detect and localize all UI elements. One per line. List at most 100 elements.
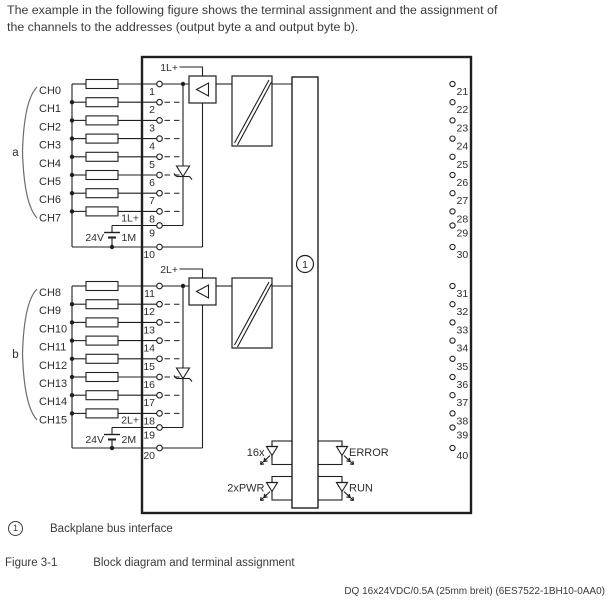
m-label: 2M — [122, 434, 137, 446]
rail-junction-dot — [69, 411, 75, 416]
channel-label: CH7 — [39, 212, 61, 224]
isolation-diagonal — [234, 79, 270, 144]
right-terminal-circle — [449, 444, 456, 452]
channel-label: CH4 — [39, 158, 61, 170]
load-resistor — [85, 280, 119, 292]
right-terminal-circle — [449, 337, 456, 344]
channel-label: CH11 — [39, 342, 66, 354]
terminal-number: 13 — [143, 324, 155, 336]
figure-caption-text: Block diagram and terminal assignment — [93, 557, 295, 569]
channel-label: CH2 — [39, 121, 61, 133]
load-resistor — [85, 408, 119, 419]
freewheel-diode-tick — [173, 375, 177, 379]
terminal-circle — [156, 319, 163, 326]
channel-led-icon — [265, 445, 279, 457]
l-plus-feed — [179, 268, 204, 278]
terminal-number: 16 — [143, 379, 155, 391]
terminal-circle — [156, 153, 163, 161]
right-terminal-circle — [449, 355, 456, 362]
group-brace — [21, 86, 38, 219]
driver-triangle-icon — [195, 284, 210, 299]
terminal-circle — [156, 410, 163, 417]
supply-voltage-label: 24V — [85, 434, 104, 446]
freewheel-diode — [175, 165, 191, 178]
right-terminal-circle — [449, 171, 456, 179]
channel-label: CH9 — [39, 305, 61, 317]
right-terminal-circle — [449, 153, 456, 160]
terminal-number: 15 — [143, 361, 155, 373]
terminal-circle — [156, 135, 163, 142]
right-terminal-circle — [449, 117, 456, 124]
right-terminal-circle — [449, 190, 456, 197]
channel-led-icon-arrowhead — [259, 460, 262, 465]
channel-led-label: 16x — [247, 447, 265, 459]
right-terminal-number: 40 — [457, 450, 469, 462]
run-led-icon-arrowhead — [352, 496, 355, 501]
freewheel-diode-tick — [189, 378, 193, 382]
rail-junction-dot — [69, 320, 75, 325]
terminal-number: 19 — [143, 430, 155, 442]
intro-paragraph: The example in the following figure show… — [7, 2, 607, 37]
channel-label: CH10 — [39, 323, 67, 335]
right-terminal-circle — [449, 424, 456, 431]
load-resistor — [85, 335, 119, 346]
rail-junction-dot — [69, 374, 75, 380]
channel-label: CH15 — [39, 414, 67, 426]
power-led-icon-arrowhead — [260, 499, 265, 502]
right-terminal-number: 35 — [457, 361, 469, 373]
terminal-number: 7 — [149, 195, 155, 207]
run-led-label: RUN — [349, 483, 373, 495]
module-border — [140, 55, 473, 515]
intro-line-2: the channels to the addresses (output by… — [7, 20, 359, 35]
right-terminal-circle — [449, 80, 456, 88]
run-led-icon — [335, 481, 349, 493]
l-plus-label: 2L+ — [121, 415, 139, 427]
load-resistor — [85, 133, 119, 144]
isolation-diagonal — [237, 81, 272, 146]
right-terminal-number: 29 — [457, 228, 469, 240]
terminal-number: 4 — [149, 141, 155, 153]
terminal-number: 3 — [149, 122, 155, 134]
terminal-circle — [156, 424, 163, 431]
rail-junction-dot — [69, 302, 75, 307]
terminal-number: 5 — [149, 159, 155, 171]
right-terminal-circle — [449, 222, 456, 229]
right-terminal-circle — [449, 99, 456, 106]
terminal-circle — [156, 117, 163, 124]
power-led-icon-arrowhead — [263, 496, 268, 499]
figure-caption: Figure 3-1 Block diagram and terminal as… — [5, 557, 295, 569]
internal-l-plus-label: 1L+ — [160, 62, 178, 74]
error-led-icon-arrowhead — [346, 460, 351, 463]
load-resistor — [85, 390, 119, 401]
figure-caption-label: Figure 3-1 — [5, 557, 58, 569]
right-terminal-number: 22 — [457, 104, 469, 116]
channel-label: CH6 — [39, 194, 61, 206]
load-resistor — [85, 353, 119, 364]
load-resistor — [85, 169, 119, 181]
channel-label: CH8 — [39, 287, 61, 299]
isolation-diagonal — [234, 281, 270, 346]
right-terminal-number: 38 — [457, 415, 469, 427]
terminal-number: 11 — [144, 288, 155, 300]
terminal-circle — [156, 171, 163, 179]
power-led-icon — [265, 481, 279, 493]
right-terminal-number: 32 — [457, 306, 469, 318]
right-terminal-circle — [449, 373, 456, 381]
terminal-circle — [156, 391, 163, 399]
right-terminal-number: 39 — [457, 430, 469, 442]
error-led-icon — [335, 445, 349, 457]
channel-label: CH14 — [39, 396, 67, 408]
terminal-number: 10 — [143, 249, 155, 261]
m-label: 1M — [122, 232, 137, 244]
channel-label: CH5 — [39, 176, 61, 188]
circled-1-icon: 1 — [8, 521, 23, 536]
rail-junction-dot — [69, 209, 75, 214]
freewheel-diode-tick — [173, 173, 177, 177]
channel-label: CH0 — [39, 85, 61, 97]
load-resistor — [85, 97, 119, 108]
channel-label: CH12 — [39, 360, 67, 372]
terminal-circle — [156, 98, 163, 106]
terminal-circle — [156, 80, 163, 88]
load-resistor — [85, 115, 119, 126]
